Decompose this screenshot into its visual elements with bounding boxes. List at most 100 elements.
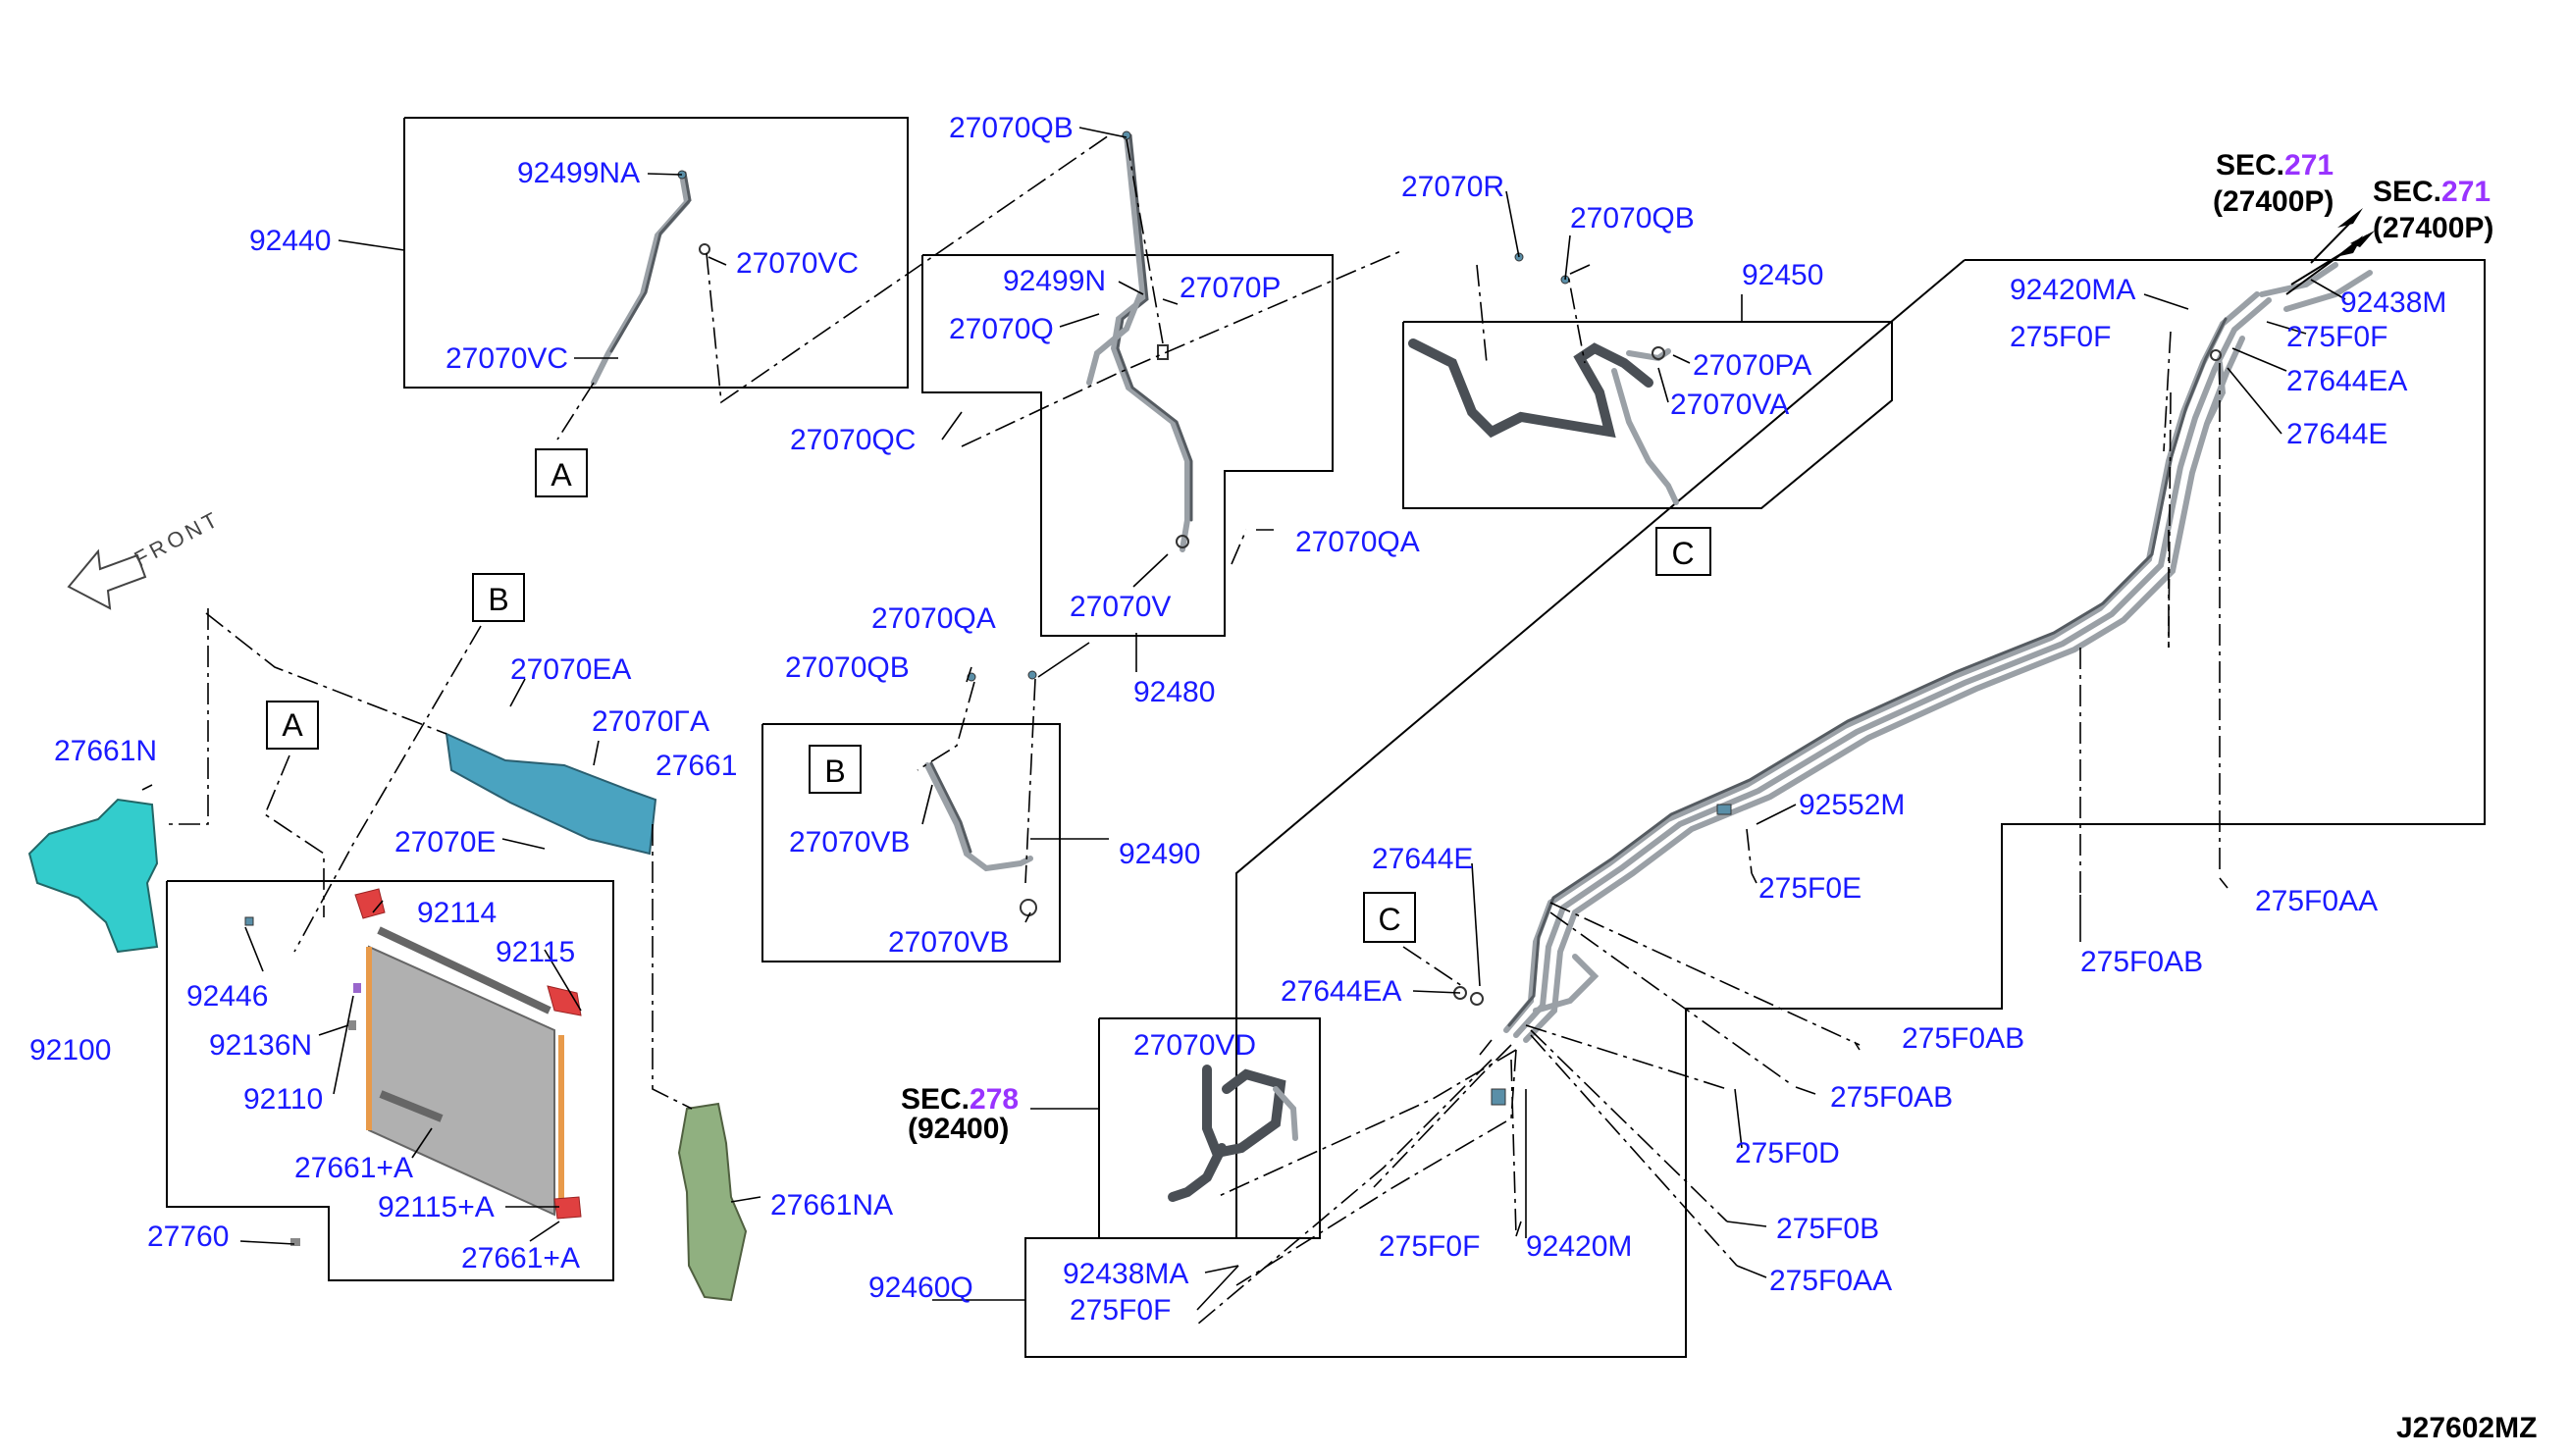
callout-c2: C [1378, 902, 1400, 937]
ref-line [917, 681, 975, 771]
sec-ref-part: (92400) [908, 1113, 1009, 1145]
part-label-27070VA[interactable]: 27070VA [1670, 389, 1789, 421]
tube-branch-right [2205, 360, 2227, 425]
callout-box-c1 [1655, 527, 1711, 576]
part-label-92440[interactable]: 92440 [249, 225, 331, 257]
part-label-27070QA[interactable]: 27070QA [871, 602, 996, 635]
part-label-27070QA[interactable]: 27070QA [1295, 526, 1420, 558]
part-label-92115A[interactable]: 92115+A [378, 1191, 495, 1223]
part-label-27070Q[interactable]: 27070Q [949, 313, 1054, 345]
part-label-27070R[interactable]: 27070R [1401, 171, 1504, 203]
part-label-92438M[interactable]: 92438M [2340, 286, 2446, 319]
part-label-27661A[interactable]: 27661+A [461, 1242, 580, 1274]
part-label-27070QC[interactable]: 27070QC [790, 424, 916, 456]
ref-line [1479, 1039, 1493, 1056]
part-label-27661[interactable]: 27661 [656, 750, 737, 782]
part-label-27661N[interactable]: 27661N [54, 735, 157, 767]
part-label-275F0F[interactable]: 275F0F [1379, 1230, 1480, 1263]
part-label-27661A[interactable]: 27661+A [294, 1152, 413, 1184]
ref-line [961, 249, 1404, 447]
ref-line [1024, 678, 1036, 884]
sec271-arrow-3-line [2285, 234, 2368, 295]
part-label-27070QB[interactable]: 27070QB [1570, 202, 1695, 234]
bracket-92115 [547, 985, 582, 1016]
part-label-27070EA[interactable]: 27070EA [510, 653, 631, 686]
seal-lower [379, 1090, 444, 1122]
part-label-275F0D[interactable]: 275F0D [1735, 1137, 1840, 1170]
part-label-27070QB[interactable]: 27070QB [949, 112, 1074, 144]
ref-line [556, 382, 595, 441]
tube-branch-up [2259, 262, 2338, 297]
part-label-92499N[interactable]: 92499N [1003, 265, 1106, 297]
ref-line [652, 824, 693, 1110]
part-label-27644E[interactable]: 27644E [1372, 843, 1473, 875]
part-label-275F0F[interactable]: 275F0F [2010, 321, 2111, 353]
ref-line [167, 608, 209, 825]
part-label-27644EA[interactable]: 27644EA [2286, 365, 2407, 397]
box-92480 [921, 254, 1334, 637]
ref-line [1231, 529, 1247, 565]
part-label-92446[interactable]: 92446 [186, 980, 268, 1013]
part-label-27644E[interactable]: 27644E [2286, 418, 2387, 450]
part-label-275F0AB[interactable]: 275F0AB [2080, 946, 2203, 978]
part-label-27070FA[interactable]: 27070ΓA [592, 705, 709, 738]
part-label-27070PA[interactable]: 27070PA [1693, 349, 1811, 382]
part-label-92490[interactable]: 92490 [1119, 838, 1200, 870]
part-label-92552M[interactable]: 92552M [1799, 789, 1905, 821]
part-label-27070VD[interactable]: 27070VD [1133, 1029, 1256, 1062]
tube-bundle-3 [1523, 336, 2245, 1043]
part-label-27070P[interactable]: 27070P [1180, 272, 1281, 304]
sec-ref-271-a[interactable]: SEC.271 (27400P) [2213, 149, 2334, 218]
part-label-27070QB[interactable]: 27070QB [785, 651, 910, 684]
tube-bundle-2 [1513, 297, 2272, 1038]
part-label-92499NA[interactable]: 92499NA [517, 157, 640, 189]
part-label-27760[interactable]: 27760 [147, 1221, 229, 1253]
part-label-92450[interactable]: 92450 [1742, 259, 1823, 291]
part-label-92110[interactable]: 92110 [243, 1083, 323, 1116]
part-label-92438MA[interactable]: 92438MA [1063, 1258, 1188, 1290]
part-label-27070V[interactable]: 27070V [1070, 591, 1171, 623]
ref-line [1402, 946, 1463, 987]
part-label-275F0E[interactable]: 275F0E [1758, 872, 1862, 905]
part-label-27070VC[interactable]: 27070VC [736, 247, 859, 280]
part-label-275F0AB[interactable]: 275F0AB [1902, 1022, 2024, 1055]
clip-icon [244, 916, 254, 926]
sec-ref-271-b[interactable]: SEC.271 (27400P) [2373, 176, 2493, 244]
tube-bundle-1 [1503, 291, 2260, 1033]
part-label-92115[interactable]: 92115 [496, 936, 575, 968]
part-label-92114[interactable]: 92114 [417, 897, 497, 929]
oring-icon [1176, 535, 1189, 548]
part-label-92460Q[interactable]: 92460Q [868, 1272, 973, 1304]
ref-line [293, 625, 482, 953]
sec-ref-278[interactable]: SEC.278 (92400) [901, 1083, 1019, 1145]
part-label-27070E[interactable]: 27070E [394, 826, 496, 858]
part-label-275F0AA[interactable]: 275F0AA [1769, 1265, 1892, 1297]
part-label-92100[interactable]: 92100 [29, 1034, 111, 1066]
part-label-27644EA[interactable]: 27644EA [1281, 975, 1401, 1008]
tube-bundle-4 [1533, 954, 1600, 1014]
part-label-92480[interactable]: 92480 [1133, 676, 1215, 708]
ref-line [1216, 1049, 1517, 1198]
part-label-275F0AB[interactable]: 275F0AB [1830, 1081, 1953, 1114]
ref-line [1126, 138, 1164, 344]
oring-icon [1470, 992, 1484, 1006]
part-label-92136N[interactable]: 92136N [209, 1029, 312, 1062]
part-label-92420M[interactable]: 92420M [1526, 1230, 1632, 1263]
hose-27070VD-b [1168, 1143, 1227, 1202]
box-main-tube [1024, 259, 2486, 1358]
part-label-27661NA[interactable]: 27661NA [770, 1189, 893, 1222]
pipe-92490-edge [929, 761, 972, 854]
part-label-92420MA[interactable]: 92420MA [2010, 274, 2135, 306]
part-label-27070VC[interactable]: 27070VC [446, 342, 568, 375]
callout-box-a2 [266, 701, 319, 750]
part-label-27070VB[interactable]: 27070VB [888, 926, 1009, 959]
part-label-275F0F[interactable]: 275F0F [1070, 1294, 1171, 1326]
ref-line [1530, 1034, 1738, 1267]
pipe-92480 [1110, 132, 1190, 552]
oring-icon [699, 243, 710, 255]
part-label-275F0AA[interactable]: 275F0AA [2255, 885, 2378, 917]
part-label-275F0B[interactable]: 275F0B [1776, 1213, 1879, 1245]
part-label-275F0F[interactable]: 275F0F [2286, 321, 2387, 353]
part-label-27070VB[interactable]: 27070VB [789, 826, 910, 858]
